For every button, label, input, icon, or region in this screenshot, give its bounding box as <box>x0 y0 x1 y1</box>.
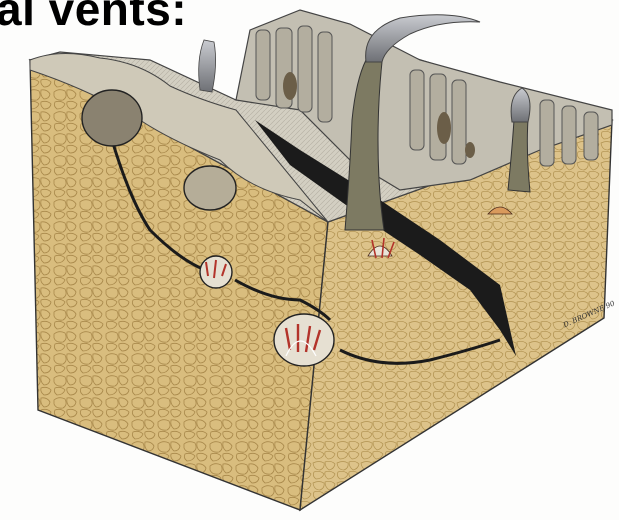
subsurface-chamber-upper <box>82 90 142 146</box>
subsurface-chamber-middle <box>184 166 236 210</box>
black-smoker-distant <box>199 40 216 92</box>
tubeworm-chamber-large <box>274 314 334 366</box>
tubeworm-chamber-small <box>200 256 232 288</box>
